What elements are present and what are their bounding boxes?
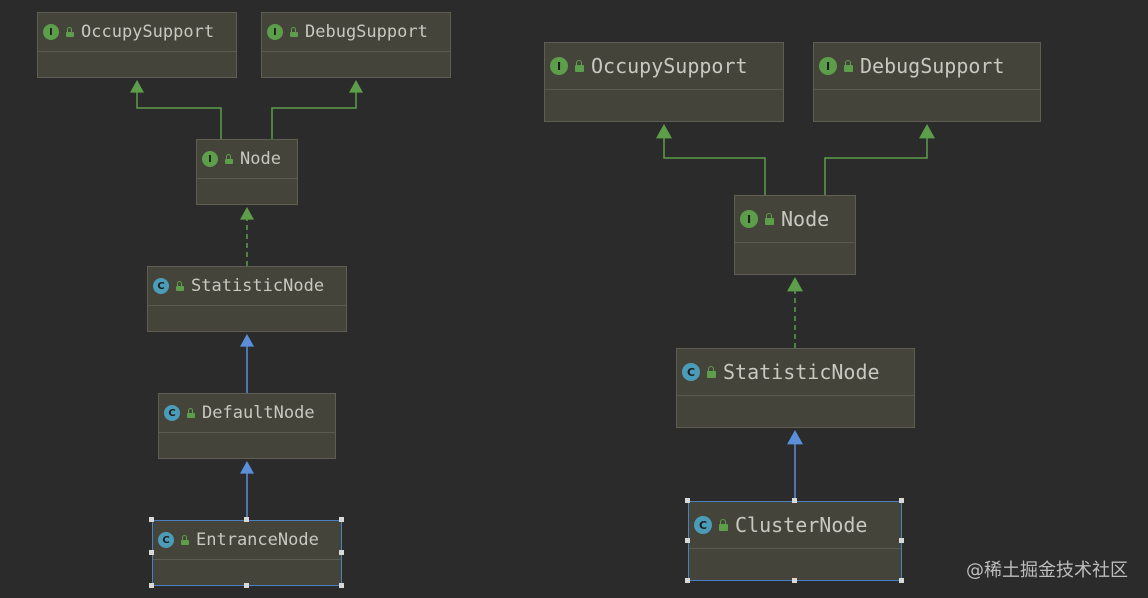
selection-handle[interactable] <box>685 498 690 503</box>
implements-arrow-statistic-node-head <box>240 207 254 220</box>
node-name: Node <box>781 207 830 231</box>
selection-handle[interactable] <box>244 517 249 522</box>
node-header: I DebugSupport <box>814 43 1040 90</box>
node-name: ClusterNode <box>735 513 868 537</box>
extends-arrow-entrance-default-head <box>240 461 254 474</box>
left-diagram-default-node-box[interactable]: C DefaultNode <box>158 393 336 459</box>
selection-handle[interactable] <box>685 538 690 543</box>
public-lock-icon <box>180 535 190 545</box>
public-lock-icon <box>718 519 729 531</box>
node-name: Node <box>240 149 281 169</box>
selection-handle[interactable] <box>899 538 904 543</box>
public-lock-icon <box>175 281 185 291</box>
right-diagram-debug-support-box[interactable]: I DebugSupport <box>813 42 1041 122</box>
selection-handle[interactable] <box>339 517 344 522</box>
node-name: DefaultNode <box>202 403 315 423</box>
interface-icon: I <box>740 210 758 228</box>
right-diagram-node-box[interactable]: I Node <box>734 195 856 275</box>
node-name: DebugSupport <box>860 54 1005 78</box>
class-icon: C <box>164 405 180 421</box>
implements-arrow-node-occupy-head <box>130 80 144 93</box>
interface-icon: I <box>550 57 568 75</box>
node-name: OccupySupport <box>591 54 748 78</box>
node-name: EntranceNode <box>196 530 319 550</box>
node-header: I DebugSupport <box>262 13 450 52</box>
right-diagram-statistic-node-box[interactable]: C StatisticNode <box>676 348 915 428</box>
node-header: C ClusterNode <box>689 502 901 549</box>
node-header: I OccupySupport <box>38 13 236 52</box>
selection-handle[interactable] <box>899 498 904 503</box>
node-name: OccupySupport <box>81 22 215 42</box>
class-icon: C <box>694 516 712 534</box>
selection-handle[interactable] <box>792 578 797 583</box>
left-diagram-occupy-support-box[interactable]: I OccupySupport <box>37 12 237 78</box>
public-lock-icon <box>706 366 717 378</box>
left-diagram-node-box[interactable]: I Node <box>196 139 298 205</box>
implements-arrow-node-debug-right-line <box>824 136 928 195</box>
node-header: I Node <box>197 140 297 179</box>
class-icon: C <box>158 532 174 548</box>
public-lock-icon <box>843 60 854 72</box>
public-lock-icon <box>224 154 234 164</box>
node-name: StatisticNode <box>723 360 880 384</box>
public-lock-icon <box>289 27 299 37</box>
public-lock-icon <box>574 60 585 72</box>
node-header: C StatisticNode <box>677 349 914 396</box>
node-header: C StatisticNode <box>148 267 346 306</box>
interface-icon: I <box>43 24 59 40</box>
selection-handle[interactable] <box>792 498 797 503</box>
public-lock-icon <box>764 213 775 225</box>
node-header: I Node <box>735 196 855 243</box>
implements-arrow-node-debug-right-head <box>919 124 935 139</box>
left-diagram-entrance-node-box[interactable]: C EntranceNode <box>152 520 342 586</box>
node-name: StatisticNode <box>191 276 325 296</box>
public-lock-icon <box>186 408 196 418</box>
selection-handle[interactable] <box>149 583 154 588</box>
right-diagram-cluster-node-box[interactable]: C ClusterNode <box>688 501 902 581</box>
node-name: DebugSupport <box>305 22 428 42</box>
implements-arrow-node-debug-line <box>271 91 357 139</box>
right-diagram-occupy-support-box[interactable]: I OccupySupport <box>544 42 784 122</box>
selection-handle[interactable] <box>244 583 249 588</box>
implements-arrow-node-occupy-right-line <box>663 136 766 195</box>
interface-icon: I <box>202 151 218 167</box>
selection-handle[interactable] <box>339 583 344 588</box>
public-lock-icon <box>65 27 75 37</box>
node-header: C EntranceNode <box>153 521 341 560</box>
class-icon: C <box>682 363 700 381</box>
selection-handle[interactable] <box>149 517 154 522</box>
selection-handle[interactable] <box>339 550 344 555</box>
selection-handle[interactable] <box>899 578 904 583</box>
implements-arrow-node-occupy-line <box>136 91 222 139</box>
extends-arrow-cluster-statistic-head <box>787 430 803 445</box>
interface-icon: I <box>267 24 283 40</box>
node-header: I OccupySupport <box>545 43 783 90</box>
watermark: @稀土掘金技术社区 <box>966 560 1128 581</box>
implements-arrow-statistic-node-right-head <box>787 277 803 292</box>
selection-handle[interactable] <box>685 578 690 583</box>
implements-arrow-node-debug-head <box>349 80 363 93</box>
class-icon: C <box>153 278 169 294</box>
left-diagram-statistic-node-box[interactable]: C StatisticNode <box>147 266 347 332</box>
interface-icon: I <box>819 57 837 75</box>
selection-handle[interactable] <box>149 550 154 555</box>
left-diagram-debug-support-box[interactable]: I DebugSupport <box>261 12 451 78</box>
node-header: C DefaultNode <box>159 394 335 433</box>
implements-arrow-node-occupy-right-head <box>656 124 672 139</box>
extends-arrow-default-statistic-head <box>240 334 254 347</box>
